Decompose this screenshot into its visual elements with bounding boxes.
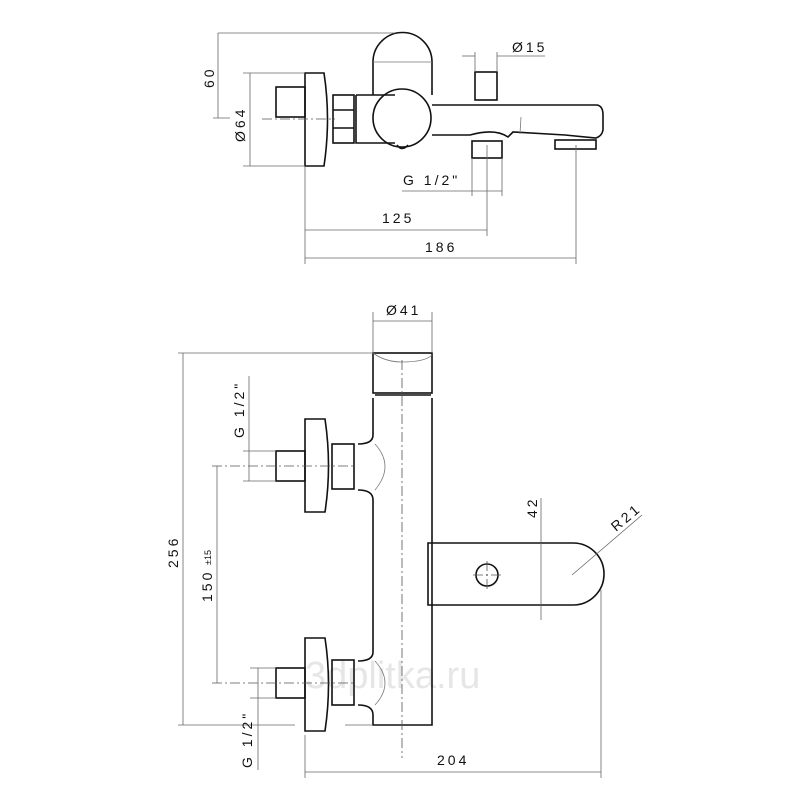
radius-leader	[571, 514, 643, 576]
dim-total-depth-label: 186	[425, 239, 457, 255]
dim-outlet-offset-label: 125	[382, 210, 414, 226]
dim-inlet-thread-top-label: G 1/2"	[231, 381, 247, 438]
dim-handle-diameter-label: Ø64	[232, 107, 248, 142]
body-curve	[374, 443, 386, 491]
body	[355, 94, 395, 144]
lower-inlet-knob	[304, 637, 330, 732]
dim-inlet-thread-bottom-label: G 1/2"	[239, 711, 255, 768]
diverter-button	[474, 71, 498, 101]
inlet-knob	[304, 72, 329, 167]
dim-spout-width-label: 42	[524, 496, 540, 518]
top-handle	[372, 31, 433, 95]
top-view: 60 Ø64 Ø15 G 1/2" 125 186	[201, 31, 604, 264]
front-view: 3dplitka.ru Ø41 256 150	[165, 302, 645, 778]
spout	[432, 104, 604, 139]
knob-base	[396, 144, 409, 150]
dim-button-diameter-label: Ø15	[512, 39, 547, 55]
lower-nut	[331, 659, 355, 706]
dim-total-height-label: 256	[165, 536, 181, 568]
spout-edge	[519, 116, 522, 135]
upper-nut	[331, 443, 355, 490]
upper-inlet-knob	[304, 418, 330, 513]
dim-outlet-thread-label: G 1/2"	[403, 172, 460, 188]
cap-curve	[372, 352, 433, 363]
thermostat-knob	[372, 88, 432, 148]
dim-body-diameter-label: Ø41	[386, 302, 421, 318]
top-cap	[372, 352, 433, 394]
watermark: 3dplitka.ru	[305, 655, 480, 697]
dim-inlet-spacing-label: 150	[199, 570, 215, 602]
dim-total-projection-label: 204	[437, 752, 469, 768]
spout	[427, 542, 605, 606]
inlet-stem	[275, 86, 306, 118]
dim-height-label: 60	[201, 66, 217, 88]
body-curve	[374, 660, 386, 706]
dim-inlet-tolerance-label: ±15	[203, 550, 213, 565]
aerator	[554, 139, 597, 150]
body-column	[357, 398, 433, 726]
hex-nut	[332, 94, 355, 144]
